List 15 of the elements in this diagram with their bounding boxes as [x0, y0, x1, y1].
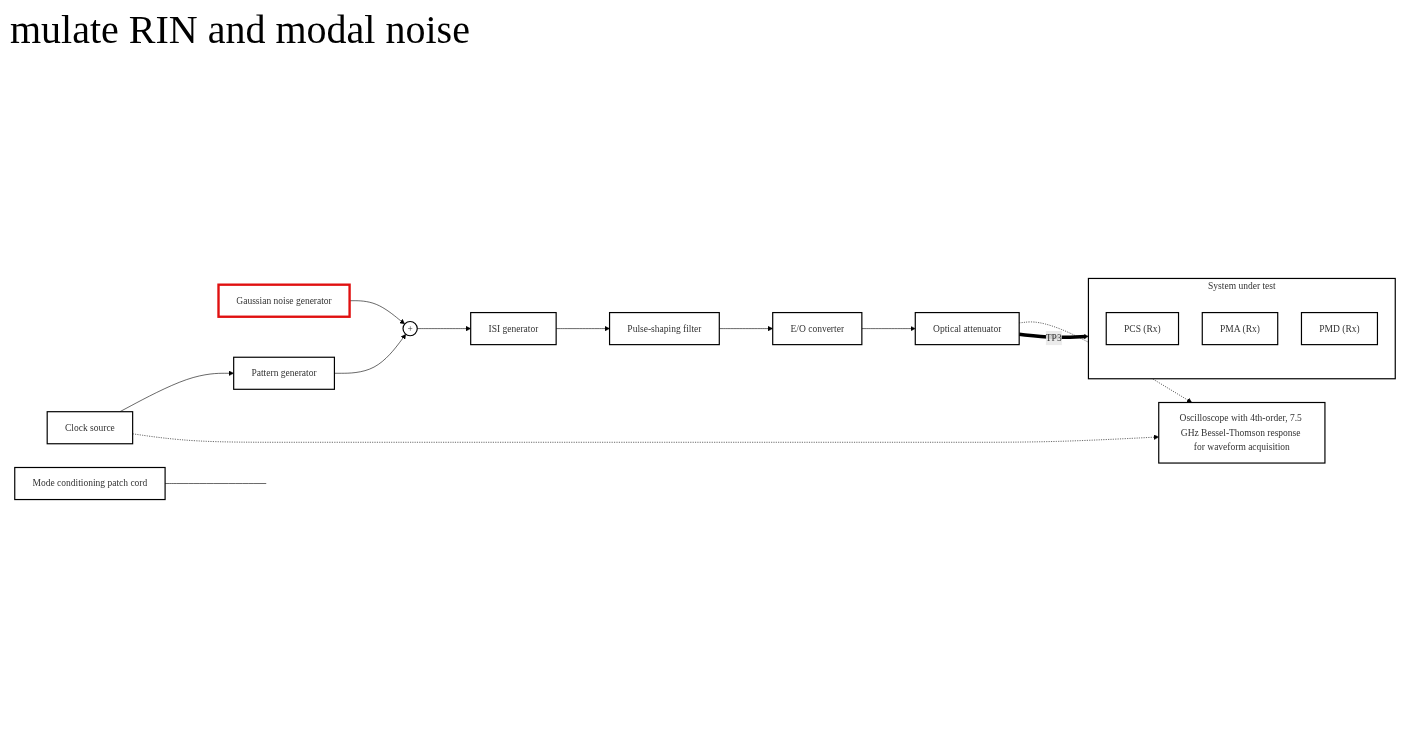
- node-box: Gaussian noise generator: [217, 283, 351, 318]
- node-box: ISI generator: [470, 312, 557, 346]
- node-box: PCS (Rx): [1105, 312, 1180, 346]
- node-box: Optical attenuator: [914, 312, 1020, 346]
- node-box: Pattern generator: [233, 356, 335, 390]
- edge-label: TP3: [1045, 332, 1062, 343]
- node-box: PMD (Rx): [1300, 312, 1379, 346]
- node-box: Clock source: [46, 411, 134, 445]
- node-box: PMA (Rx): [1201, 312, 1279, 346]
- diagram-title: mulate RIN and modal noise: [10, 6, 471, 53]
- node-box: E/O converter: [772, 312, 863, 346]
- node-box: Mode conditioning patch cord: [14, 466, 166, 501]
- node-box: Pulse-shaping filter: [608, 312, 720, 346]
- node-box: Oscilloscope with 4th-order, 7.5 GHz Bessel-Thomson response for waveform acquisition: [1158, 401, 1326, 464]
- node-circle: +: [402, 320, 418, 337]
